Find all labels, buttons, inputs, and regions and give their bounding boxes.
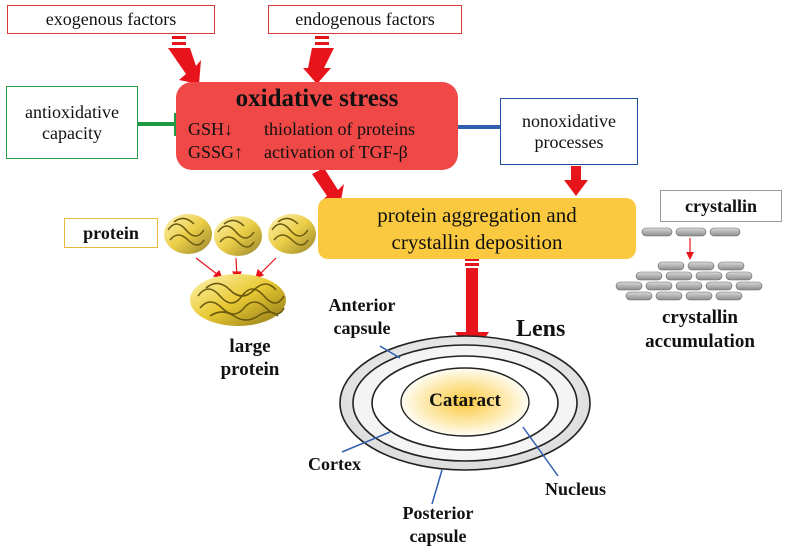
anterior-capsule-label: Anterior capsule [312,294,412,339]
nonoxidative-processes-box: nonoxidative processes [500,98,638,165]
exogenous-factors-box: exogenous factors [7,5,215,34]
lens-illustration [339,335,591,471]
thiolation-label: thiolation of proteins [264,119,415,139]
crystallin-accum-line1: crystallin [662,307,738,328]
crystallin-arrow [686,238,694,260]
crystallin-label: crystallin [685,195,757,216]
lens-title: Lens [516,316,566,342]
crystallin-stack [615,261,763,301]
cortex-label: Cortex [308,454,361,474]
oxidative-stress-title: oxidative stress [235,85,399,112]
protein-aggregation-box: protein aggregation and crystallin depos… [318,198,636,259]
arrow-nonoxidative-to-aggregation [564,166,588,196]
aggregation-line1: protein aggregation and [377,203,577,228]
crystallin-accumulation-label: crystallin accumulation [612,306,788,354]
anterior-leader [379,345,401,359]
nucleus-label: Nucleus [545,479,607,499]
crystallin-accum-line2: accumulation [645,330,755,352]
arrow-stress-to-aggregation [312,168,344,206]
large-protein-line2: protein [220,358,280,380]
antioxidative-capacity-box: antioxidative capacity [6,86,138,159]
posterior-leader [431,469,443,505]
antioxidative-line2: capacity [42,122,102,143]
crystallin-label-box: crystallin [660,190,782,222]
protein-label-box: protein [64,218,158,248]
inhibit-connector [138,113,178,136]
crystallin-row [641,227,741,237]
posterior-line2: capsule [409,525,467,546]
nucleus-leader [522,426,559,477]
posterior-capsule-label: Posterior capsule [388,502,488,547]
gsh-label: GSH↓ [188,119,234,139]
cortex-leader [341,431,391,453]
arrow-exogenous [168,36,201,84]
oxidative-stress-box: oxidative stress GSH↓ GSSG↑ thiolation o… [176,82,458,170]
aggregation-line2: crystallin deposition [391,229,563,254]
large-protein-label: large protein [205,336,295,382]
arrow-endogenous [303,36,334,84]
cataract-label: Cataract [429,390,501,411]
antioxidative-line1: antioxidative [25,101,119,122]
large-protein-line1: large [229,336,271,357]
protein-label: protein [83,222,139,243]
endogenous-factors-label: endogenous factors [295,9,435,30]
endogenous-factors-box: endogenous factors [268,5,462,34]
gssg-label: GSSG↑ [188,142,244,162]
nonoxidative-line1: nonoxidative [522,110,616,131]
large-protein [190,274,286,326]
exogenous-factors-label: exogenous factors [45,9,177,30]
protein-blobs [164,214,316,256]
tgf-label: activation of TGF-β [264,142,408,162]
anterior-line2: capsule [333,317,391,338]
posterior-line1: Posterior [402,503,474,523]
nonoxidative-line2: processes [534,131,604,152]
anterior-line1: Anterior [328,295,396,315]
